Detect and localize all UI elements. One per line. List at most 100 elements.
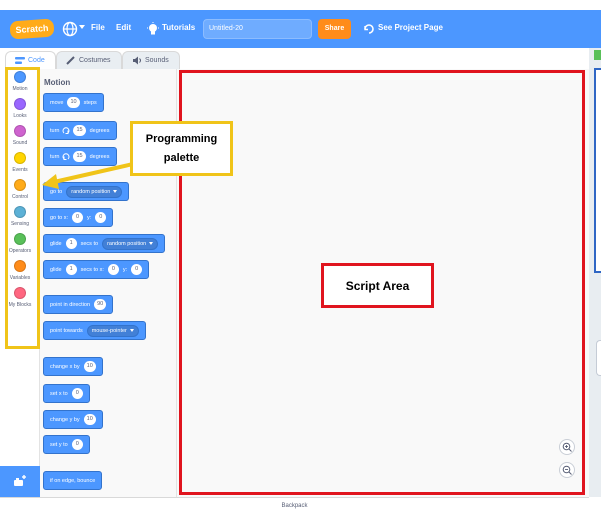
category-label: Variables xyxy=(9,275,31,281)
globe-icon[interactable] xyxy=(62,21,78,37)
category-label: My Blocks xyxy=(8,302,32,308)
category-events[interactable]: Events xyxy=(0,152,40,173)
category-control[interactable]: Control xyxy=(0,179,40,200)
block-input[interactable]: 15 xyxy=(73,125,86,136)
rotate-left-icon xyxy=(62,152,70,160)
block-input[interactable]: 90 xyxy=(94,299,107,310)
block-text: glide xyxy=(50,240,62,247)
scratch-logo[interactable]: Scratch xyxy=(9,18,55,40)
block-text: move xyxy=(50,99,64,106)
tab-costumes-label: Costumes xyxy=(79,57,111,64)
block-text: y: xyxy=(87,214,92,221)
block-go-to[interactable]: go to random position xyxy=(43,182,130,201)
control-icon xyxy=(14,179,26,191)
block-input[interactable]: 0 xyxy=(72,212,84,223)
tab-code[interactable]: Code xyxy=(5,51,56,69)
block-move-steps[interactable]: move 10 steps xyxy=(43,93,104,112)
block-input[interactable]: 1 xyxy=(65,264,77,275)
zoom-out-button[interactable] xyxy=(559,462,575,478)
rotate-right-icon xyxy=(62,126,70,134)
zoom-out-icon xyxy=(562,465,572,475)
block-input[interactable]: 0 xyxy=(71,388,83,399)
category-label: Sensing xyxy=(10,221,30,227)
block-point-in-direction[interactable]: point in direction 90 xyxy=(43,295,114,314)
dropdown-arrow-icon xyxy=(113,190,118,193)
block-bounce[interactable]: if on edge, bounce xyxy=(43,471,103,490)
brush-icon xyxy=(66,56,75,65)
language-caret-icon xyxy=(79,25,85,29)
green-flag-icon[interactable] xyxy=(594,50,601,60)
menu-file[interactable]: File xyxy=(91,23,105,32)
point-towards-dropdown[interactable]: mouse-pointer xyxy=(86,324,139,337)
sprite-pane-tab[interactable] xyxy=(596,340,601,376)
see-project-icon xyxy=(364,24,374,34)
tab-sounds-label: Sounds xyxy=(145,57,169,64)
zoom-in-button[interactable] xyxy=(559,439,575,455)
script-area-label: Script Area xyxy=(321,263,434,308)
block-input[interactable]: 10 xyxy=(83,414,96,425)
menu-tutorials[interactable]: Tutorials xyxy=(162,23,196,32)
block-go-to-xy[interactable]: go to x: 0 y: 0 xyxy=(43,208,114,227)
speaker-icon xyxy=(133,56,141,65)
block-input[interactable]: 0 xyxy=(95,212,107,223)
sensing-icon xyxy=(14,206,26,218)
block-input[interactable]: 10 xyxy=(67,97,80,108)
block-text: turn xyxy=(50,127,60,134)
category-label: Control xyxy=(11,194,29,200)
block-input[interactable]: 0 xyxy=(131,264,143,275)
category-operators[interactable]: Operators xyxy=(0,233,40,254)
block-input[interactable]: 1 xyxy=(65,238,77,249)
block-glide-xy[interactable]: glide 1 secs to x: 0 y: 0 xyxy=(43,260,150,279)
block-turn-right[interactable]: turn 15 degrees xyxy=(43,121,117,140)
block-glide-to[interactable]: glide 1 secs to random position xyxy=(43,234,166,253)
block-text: set y to xyxy=(50,441,68,448)
share-button[interactable]: Share xyxy=(318,19,351,39)
category-my-blocks[interactable]: My Blocks xyxy=(0,287,40,308)
block-text: turn xyxy=(50,153,60,160)
palette-label-line2: palette xyxy=(163,151,200,164)
block-change-x[interactable]: change x by 10 xyxy=(43,357,103,376)
script-area-highlight xyxy=(179,70,585,495)
stage[interactable] xyxy=(594,68,601,273)
block-input[interactable]: 15 xyxy=(73,151,86,162)
events-icon xyxy=(14,152,26,164)
add-extension-button[interactable] xyxy=(0,466,40,497)
block-point-towards[interactable]: point towards mouse-pointer xyxy=(43,321,146,340)
block-set-y[interactable]: set y to 0 xyxy=(43,435,90,454)
variables-icon xyxy=(14,260,26,272)
category-sensing[interactable]: Sensing xyxy=(0,206,40,227)
category-looks[interactable]: Looks xyxy=(0,98,40,119)
block-set-x[interactable]: set x to 0 xyxy=(43,384,90,403)
menu-edit[interactable]: Edit xyxy=(116,23,132,32)
category-variables[interactable]: Variables xyxy=(0,260,40,281)
go-to-dropdown[interactable]: random position xyxy=(66,185,123,198)
glide-to-dropdown[interactable]: random position xyxy=(102,237,159,250)
dropdown-arrow-icon xyxy=(149,242,154,245)
arrow-icon xyxy=(42,162,134,189)
dropdown-value: random position xyxy=(71,188,111,195)
category-label: Looks xyxy=(13,113,27,119)
sound-icon xyxy=(14,125,26,137)
block-text: degrees xyxy=(89,127,110,134)
block-text: change y by xyxy=(50,416,80,423)
block-text: secs to x: xyxy=(80,266,104,273)
zoom-in-icon xyxy=(562,442,572,452)
tab-costumes[interactable]: Costumes xyxy=(56,51,122,69)
category-sound[interactable]: Sound xyxy=(0,125,40,146)
block-input[interactable]: 0 xyxy=(71,439,83,450)
category-label: Operators xyxy=(8,248,32,254)
project-title-input[interactable]: Untitled-20 xyxy=(203,19,312,39)
tab-sounds[interactable]: Sounds xyxy=(122,51,180,69)
backpack[interactable]: Backpack xyxy=(0,497,589,512)
my-blocks-icon xyxy=(14,287,26,299)
category-motion[interactable]: Motion xyxy=(0,71,40,92)
block-input[interactable]: 10 xyxy=(83,361,96,372)
category-highlight xyxy=(5,67,40,349)
block-turn-left[interactable]: turn 15 degrees xyxy=(43,147,117,166)
see-project-page-button[interactable]: See Project Page xyxy=(378,23,443,32)
block-change-y[interactable]: change y by 10 xyxy=(43,410,103,429)
block-input[interactable]: 0 xyxy=(107,264,119,275)
block-text: secs to xyxy=(80,240,99,247)
block-text: change x by xyxy=(50,363,80,370)
category-label: Events xyxy=(12,167,28,173)
